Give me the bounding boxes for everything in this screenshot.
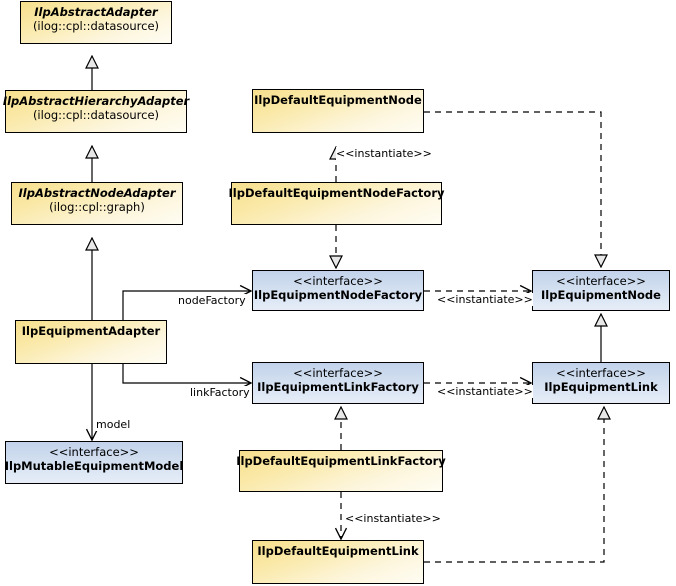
class-name: IlpDefaultEquipmentNodeFactory (228, 186, 445, 200)
class-box-ilp-default-equipment-node-factory[interactable]: IlpDefaultEquipmentNodeFactory (228, 182, 445, 225)
class-box-ilp-default-equipment-node[interactable]: IlpDefaultEquipmentNode (252, 89, 424, 133)
edge-label-instantiate-node: <<instantiate>> (336, 147, 432, 160)
class-package: (ilog::cpl::datasource) (32, 108, 160, 122)
interface-name: IlpMutableEquipmentModel (4, 459, 184, 473)
interface-name: IlpEquipmentNodeFactory (253, 288, 423, 302)
interface-stereotype: <<interface>> (293, 366, 383, 380)
edge-label-instantiate-node-right: <<instantiate>> (437, 293, 533, 306)
class-box-ilp-default-equipment-link[interactable]: IlpDefaultEquipmentLink (252, 540, 424, 584)
interface-box-ilp-equipment-node-factory[interactable]: <<interface>> IlpEquipmentNodeFactory (252, 270, 424, 311)
edge-label-node-factory: nodeFactory (178, 294, 246, 307)
class-box-ilp-abstract-adapter[interactable]: IlpAbstractAdapter (ilog::cpl::datasourc… (20, 1, 172, 44)
interface-box-ilp-equipment-link[interactable]: <<interface>> IlpEquipmentLink (532, 362, 670, 404)
class-name: IlpAbstractNodeAdapter (18, 186, 176, 200)
class-name: IlpEquipmentAdapter (21, 324, 161, 338)
interface-stereotype: <<interface>> (49, 445, 139, 459)
interface-box-ilp-equipment-link-factory[interactable]: <<interface>> IlpEquipmentLinkFactory (252, 362, 424, 404)
edge-label-model: model (96, 418, 131, 431)
edge-label-instantiate-link: <<instantiate>> (345, 512, 441, 525)
interface-name: IlpEquipmentLinkFactory (257, 380, 419, 394)
class-name: IlpAbstractAdapter (34, 5, 158, 19)
class-box-ilp-abstract-node-adapter[interactable]: IlpAbstractNodeAdapter (ilog::cpl::graph… (11, 182, 183, 225)
edge-association-link-factory (122, 364, 250, 383)
class-package: (ilog::cpl::datasource) (32, 19, 160, 33)
interface-stereotype: <<interface>> (293, 274, 383, 288)
edge-realization-default-link-to-link (424, 407, 604, 563)
interface-box-ilp-mutable-equipment-model[interactable]: <<interface>> IlpMutableEquipmentModel (5, 441, 183, 484)
interface-stereotype: <<interface>> (556, 366, 646, 380)
edge-label-instantiate-link-right: <<instantiate>> (437, 385, 533, 398)
class-box-ilp-abstract-hierarchy-adapter[interactable]: IlpAbstractHierarchyAdapter (ilog::cpl::… (2, 90, 190, 133)
interface-box-ilp-equipment-node[interactable]: <<interface>> IlpEquipmentNode (532, 270, 670, 311)
class-package: (ilog::cpl::graph) (49, 200, 145, 214)
class-name: IlpDefaultEquipmentLink (257, 544, 419, 558)
class-box-ilp-default-equipment-link-factory[interactable]: IlpDefaultEquipmentLinkFactory (236, 450, 446, 492)
class-name: IlpAbstractHierarchyAdapter (2, 94, 190, 108)
class-name: IlpDefaultEquipmentNode (254, 93, 422, 107)
class-name: IlpDefaultEquipmentLinkFactory (236, 454, 446, 468)
edge-realization-default-node-to-node (424, 111, 601, 267)
interface-stereotype: <<interface>> (556, 274, 646, 288)
class-box-ilp-equipment-adapter[interactable]: IlpEquipmentAdapter (15, 320, 167, 364)
interface-name: IlpEquipmentNode (541, 288, 661, 302)
interface-name: IlpEquipmentLink (544, 380, 658, 394)
edge-label-link-factory: linkFactory (190, 386, 250, 399)
